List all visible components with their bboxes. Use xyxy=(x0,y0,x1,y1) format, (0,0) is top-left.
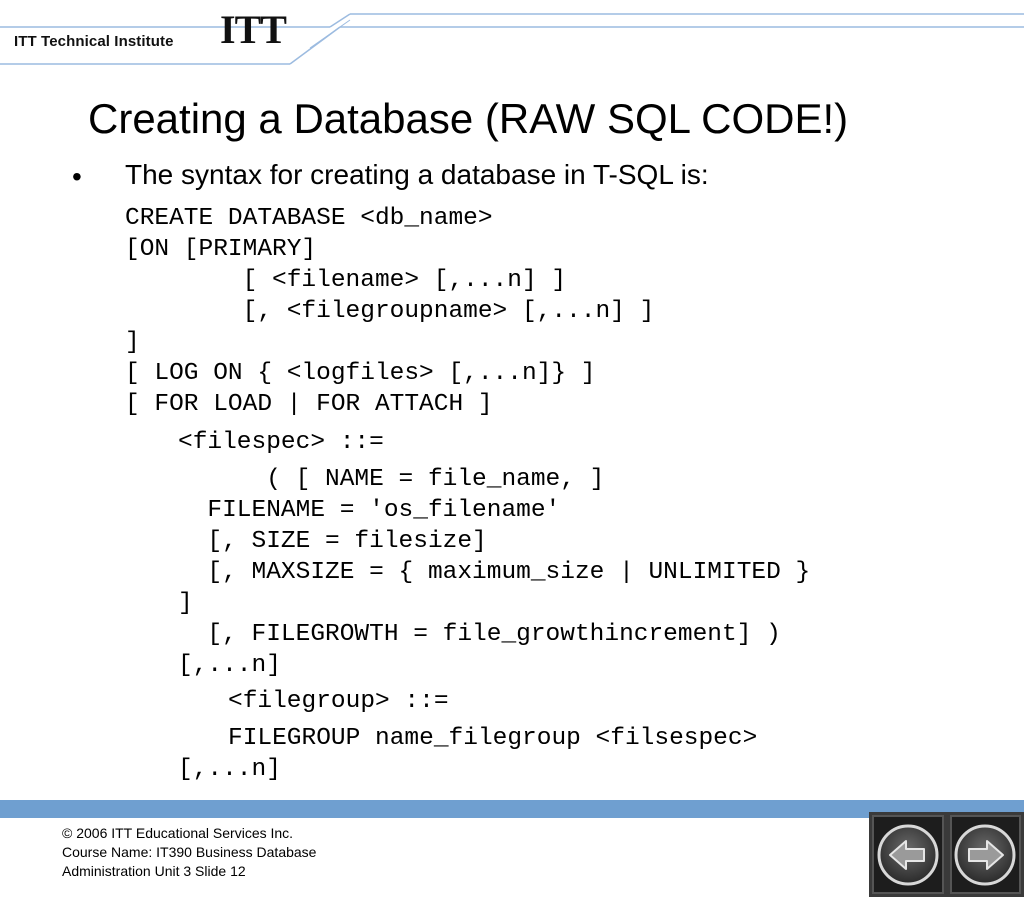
bullet-marker: • xyxy=(72,161,82,192)
code-filegroup-body: FILEGROUP name_filegroup <filsespec> xyxy=(228,725,758,752)
code-filespec: ( [ NAME = file_name, ] FILENAME = 'os_f… xyxy=(178,466,811,679)
bullet-text: The syntax for creating a database in T-… xyxy=(125,159,709,190)
header-decoration xyxy=(0,13,1024,65)
footer: © 2006 ITT Educational Services Inc. Cou… xyxy=(62,824,316,881)
footer-copyright: © 2006 ITT Educational Services Inc. xyxy=(62,825,294,841)
bottom-bar xyxy=(0,800,1024,818)
next-slide-button[interactable] xyxy=(949,815,1021,894)
previous-slide-button[interactable] xyxy=(872,815,944,894)
code-filespec-header: <filespec> ::= xyxy=(178,429,384,456)
left-arrow-icon xyxy=(877,824,939,885)
itt-logo: ITT xyxy=(220,7,287,52)
slide-title: Creating a Database (RAW SQL CODE!) xyxy=(88,95,849,142)
right-arrow-icon xyxy=(954,824,1016,885)
slide-navigation xyxy=(869,812,1024,897)
footer-unit: Administration Unit 3 Slide 12 xyxy=(62,863,246,879)
code-filegroup-header: <filegroup> ::= xyxy=(228,688,449,715)
brand-name: ITT Technical Institute xyxy=(14,33,174,50)
footer-course: Course Name: IT390 Business Database xyxy=(62,844,317,860)
code-create-database: CREATE DATABASE <db_name> [ON [PRIMARY] … xyxy=(125,205,655,418)
code-filegroup-tail: [,...n] xyxy=(178,756,281,783)
